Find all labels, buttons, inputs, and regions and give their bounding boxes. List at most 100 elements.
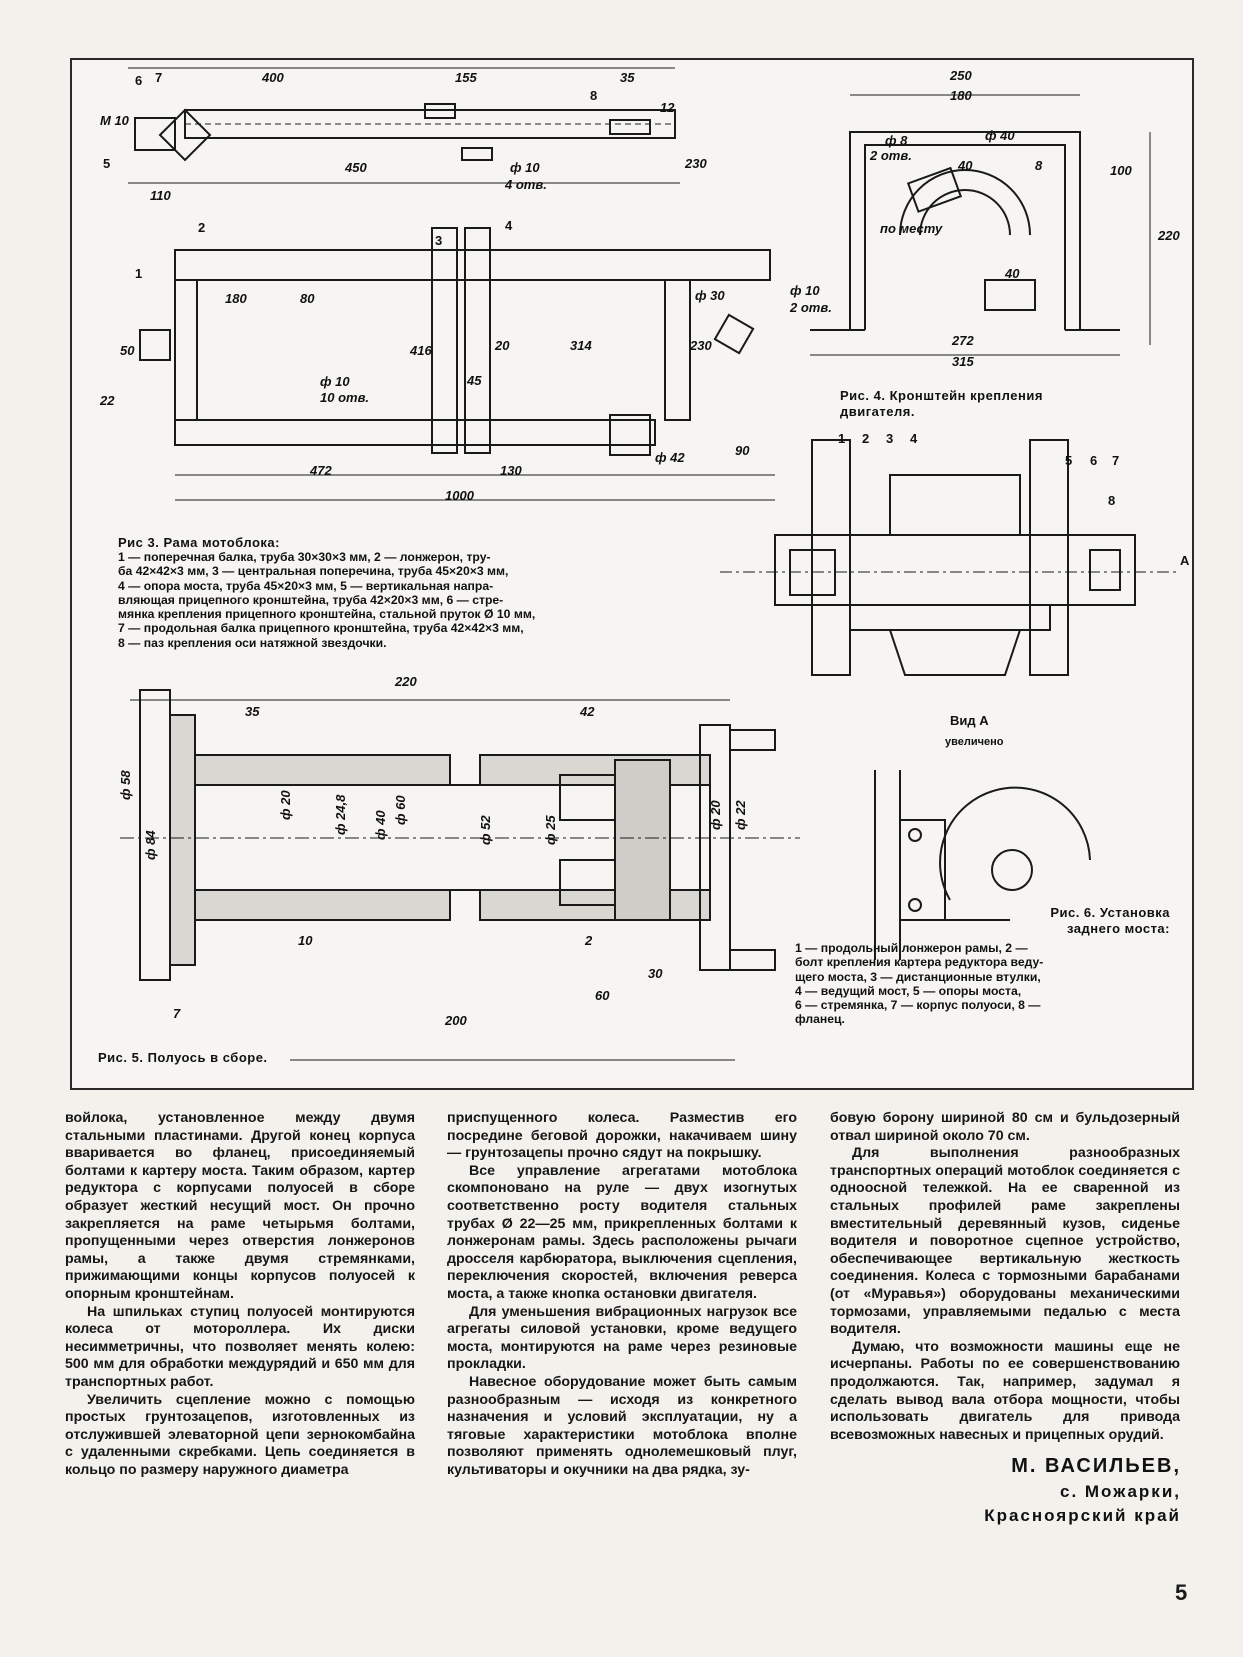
fig5-dim-7: 7: [173, 1006, 181, 1021]
fig4-title: Рис. 4. Кронштейн крепления двигателя.: [840, 388, 1043, 419]
fig3-label-4: 4: [505, 218, 513, 233]
fig4-dim-40: 40: [957, 158, 973, 173]
paragraph: Думаю, что возможности машины еще не исч…: [830, 1338, 1180, 1443]
dim-230b: 230: [689, 338, 712, 353]
dim-155: 155: [455, 70, 477, 85]
fig5-dim-2: 2: [584, 933, 593, 948]
fig3-caption-body: 1 — поперечная балка, труба 30×30×3 мм, …: [118, 550, 708, 650]
fig4-dim-40b: 40: [1004, 266, 1020, 281]
fig6-caption-body: 1 — продольный лонжерон рамы, 2 — болт к…: [795, 941, 1170, 1027]
fig3-label-1: 1: [135, 266, 142, 281]
fig6-label-7: 7: [1112, 453, 1119, 468]
fig4-dim-phi8: ф 8: [885, 133, 908, 148]
dim-phi42: ф 42: [655, 450, 685, 465]
author-village: с. Можарки,: [1059, 1482, 1181, 1501]
paragraph: приспущенного колеса. Разместив его поср…: [447, 1110, 797, 1162]
paragraph: Для уменьшения вибрационных нагрузок все…: [447, 1303, 797, 1373]
fig3-caption-line: 1 — поперечная балка, труба 30×30×3 мм, …: [118, 550, 491, 564]
fig3-plan-view: [139, 227, 775, 501]
paragraph: бовую борону шириной 80 см и бульдозерны…: [830, 1110, 1180, 1144]
fig5-halfshaft: [120, 689, 800, 1061]
fig3-caption-line: ба 42×42×3 мм, 3 — центральная поперечин…: [118, 564, 509, 579]
fig5-dim-phi22: ф 22: [733, 800, 748, 830]
fig6-label-4: 4: [910, 431, 918, 446]
fig5-dim-phi20: ф 20: [278, 790, 293, 820]
fig6-label-8: 8: [1108, 493, 1115, 508]
paragraph: Все управление агрегатами мотоблока ском…: [447, 1162, 797, 1302]
fig6-caption-line: 1 — продольный лонжерон рамы, 2 —: [795, 941, 1028, 955]
dim-m10: М 10: [100, 113, 130, 128]
fig5-dim-phi40: ф 40: [373, 810, 388, 840]
dim-472: 472: [309, 463, 332, 478]
fig5-dim-phi58: ф 58: [118, 770, 133, 800]
dim-10holes: 10 отв.: [320, 390, 369, 405]
fig4-dim-2holes-b: 2 отв.: [789, 300, 832, 315]
fig5-dim-60: 60: [595, 988, 610, 1003]
page-number: 5: [1175, 1580, 1188, 1605]
fig3-label-7: 7: [155, 70, 162, 85]
fig6-caption-line: щего моста, 3 — дистанционные втулки,: [795, 969, 1041, 984]
fig5-dim-42: 42: [579, 704, 595, 719]
paragraph: Для выполнения разнообразных транспортны…: [830, 1145, 1180, 1338]
technical-drawings: 400 155 35 12 450 230 110 М 10 ф 10 4 от…: [99, 67, 1190, 1061]
fig4-label-8: 8: [1035, 158, 1043, 173]
fig5-dim-200: 200: [444, 1013, 467, 1028]
fig6-caption-line: 6 — стремянка, 7 — корпус полуоси, 8 —: [795, 998, 1041, 1013]
fig6-label-3: 3: [886, 431, 893, 446]
paragraph: Увеличить сцепление можно с помощью прос…: [65, 1391, 415, 1478]
fig4-dim-phi10: ф 10: [790, 283, 820, 298]
fig5-dim-phi52: ф 52: [478, 815, 493, 845]
fig3-caption-line: 8 — паз крепления оси натяжной звездочки…: [118, 635, 387, 650]
fig5-title: Рис. 5. Полуось в сборе.: [98, 1050, 268, 1065]
fig5-dim-phi20b: ф 20: [708, 800, 723, 830]
fig3-caption-line: 7 — продольная балка прицепного кронштей…: [118, 621, 524, 636]
fig5-dim-220: 220: [394, 674, 417, 689]
fig6-caption-line: болт крепления картера редуктора веду-: [795, 955, 1044, 970]
fig3-caption-line: вляющая прицепного кронштейна, труба 42×…: [118, 592, 504, 607]
dim-45: 45: [466, 373, 482, 388]
fig3-caption-line: мянка крепления прицепного кронштейна, с…: [118, 607, 536, 622]
fig6-axle-view: [720, 439, 1180, 676]
dim-80: 80: [300, 291, 315, 306]
fig5-dim-30: 30: [648, 966, 663, 981]
fig3-label-8: 8: [590, 88, 597, 103]
dim-314: 314: [570, 338, 592, 353]
dim-400: 400: [261, 70, 284, 85]
fig3-label-6: 6: [135, 73, 142, 88]
dim-230a: 230: [684, 156, 707, 171]
fig6-caption: Рис. 6. Установка заднего моста: 1 — про…: [795, 905, 1170, 1027]
text-column-2: приспущенного колеса. Разместив его поср…: [447, 1110, 797, 1479]
fig3-side-view: [128, 67, 680, 184]
dim-130: 130: [500, 463, 522, 478]
fig6-label-5: 5: [1065, 453, 1072, 468]
fig4-dim-220: 220: [1157, 228, 1180, 243]
fig4-dim-180: 180: [950, 88, 972, 103]
author-region: Красноярский край: [984, 1506, 1181, 1525]
fig4-dim-272: 272: [951, 333, 974, 348]
fig4-bracket: [810, 94, 1151, 356]
text-column-3: бовую борону шириной 80 см и бульдозерны…: [830, 1110, 1180, 1444]
fig6-caption-line: 4 — ведущий мост, 5 — опоры моста,: [795, 983, 1022, 998]
fig3-label-2: 2: [198, 220, 205, 235]
fig6-view-label: Вид А: [950, 713, 989, 728]
dim-4holes: 4 отв.: [504, 177, 547, 192]
dim-450: 450: [344, 160, 367, 175]
fig6-label-6: 6: [1090, 453, 1097, 468]
fig6-view-a: [874, 770, 1091, 960]
fig3-title: Рис 3. Рама мотоблока:: [118, 535, 280, 550]
dim-50: 50: [120, 343, 135, 358]
fig6-label-2: 2: [862, 431, 869, 446]
fig6-label-1: 1: [838, 431, 845, 446]
fig5-dim-phi25: ф 25: [543, 815, 558, 845]
fig4-dim-250: 250: [949, 68, 972, 83]
dim-22: 22: [99, 393, 115, 408]
dim-12: 12: [660, 100, 675, 115]
fig6-title: Рис. 6. Установка заднего моста:: [1050, 905, 1170, 936]
fig5-dim-phi24-8: ф 24,8: [333, 794, 348, 835]
fig6-caption-line: фланец.: [795, 1012, 845, 1027]
fig3-caption-line: 4 — опора моста, труба 45×20×3 мм, 5 — в…: [118, 578, 494, 593]
fig4-dim-100: 100: [1110, 163, 1132, 178]
fig3-label-5: 5: [103, 156, 110, 171]
fig3-caption: Рис 3. Рама мотоблока: 1 — поперечная ба…: [118, 535, 708, 650]
dim-phi10b: ф 10: [320, 374, 350, 389]
